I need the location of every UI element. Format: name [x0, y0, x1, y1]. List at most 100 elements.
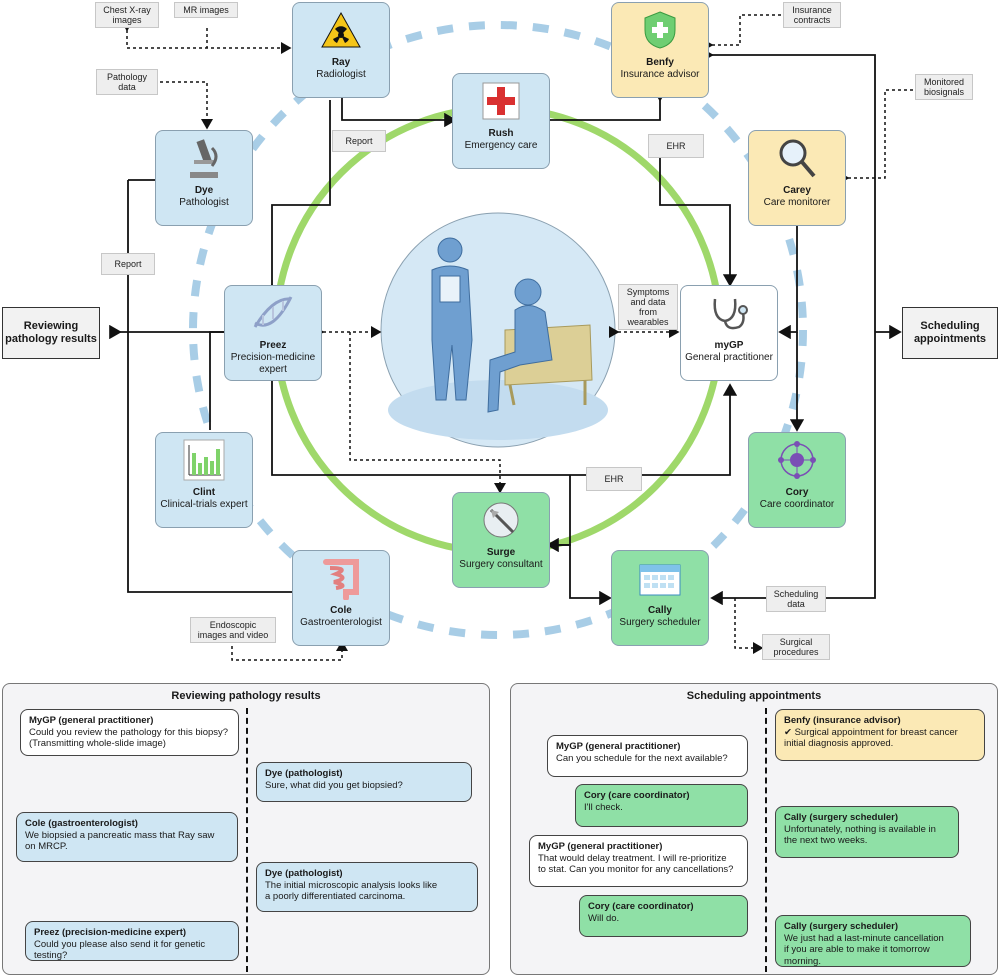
chat-bubble: Benfy (insurance advisor) ✔ Surgical app…	[775, 709, 985, 761]
node-clint[interactable]: Clint Clinical-trials expert	[155, 432, 253, 528]
panel-pathology: Reviewing pathology results MyGP (genera…	[2, 683, 490, 975]
magnifier-icon	[779, 139, 816, 178]
bubble-sender: Preez (precision-medicine expert)	[34, 927, 187, 938]
node-rush[interactable]: Rush Emergency care	[452, 73, 550, 169]
bubble-sender: Cory (care coordinator)	[588, 901, 694, 912]
node-name: Surge	[486, 547, 516, 558]
node-benfy[interactable]: Benfy Insurance advisor	[611, 2, 709, 98]
chat-bubble: Cole (gastroenterologist) We biopsied a …	[16, 812, 238, 862]
node-name: myGP	[714, 340, 744, 351]
node-carey[interactable]: Carey Care monitorer	[748, 130, 846, 226]
stethoscope-icon	[713, 298, 748, 330]
bubble-text: I'll check.	[584, 801, 623, 813]
tag-scheduling-data: Scheduling data	[766, 586, 826, 612]
node-role: Gastroenterologist	[300, 617, 382, 628]
shield-icon	[644, 11, 676, 49]
chat-bubble: Cory (care coordinator) Will do.	[579, 895, 748, 937]
tag-pathology-data: Pathology data	[96, 69, 158, 95]
node-role: Care coordinator	[759, 499, 835, 510]
tag-mr-images: MR images	[174, 2, 238, 18]
scalpel-icon	[483, 502, 519, 538]
chat-bubble: Cally (surgery scheduler) Unfortunately,…	[775, 806, 959, 858]
node-name: Benfy	[646, 57, 674, 68]
bubble-text: We just had a last-minute cancellation i…	[784, 932, 944, 967]
doctor-figure	[431, 237, 473, 401]
node-role: Radiologist	[316, 69, 366, 80]
chat-bubble: Preez (precision-medicine expert) Could …	[25, 921, 239, 961]
chat-bubble: Dye (pathologist) Sure, what did you get…	[256, 762, 472, 802]
bubble-text: The initial microscopic analysis looks l…	[265, 879, 438, 903]
node-name: Ray	[331, 57, 351, 68]
intestine-icon	[323, 559, 359, 600]
bubble-sender: MyGP (general practitioner)	[538, 841, 663, 852]
care-network-diagram: Ray Radiologist Rush Emergency care Benf…	[2, 2, 998, 661]
bubble-text: Will do.	[588, 912, 620, 924]
tag-report-left: Report	[101, 253, 155, 275]
radiation-icon	[321, 11, 361, 48]
node-role: Care monitorer	[763, 197, 831, 208]
node-cole[interactable]: Cole Gastroenterologist	[292, 550, 390, 646]
node-cory[interactable]: Cory Care coordinator	[748, 432, 846, 528]
bubble-sender: Cally (surgery scheduler)	[784, 812, 899, 823]
bubble-sender: Dye (pathologist)	[265, 868, 343, 879]
chat-bubble: MyGP (general practitioner) Could you re…	[20, 709, 239, 756]
panel-divider	[765, 708, 767, 972]
node-role: Surgery scheduler	[619, 617, 701, 628]
diagram-canvas	[109, 14, 915, 661]
network-icon	[778, 441, 816, 479]
bubble-text: Could you please also send it for geneti…	[34, 938, 206, 962]
bubble-sender: MyGP (general practitioner)	[556, 741, 681, 752]
node-name: Cally	[648, 605, 672, 616]
data-flows	[121, 14, 915, 661]
bubble-sender: Benfy (insurance advisor)	[784, 715, 901, 726]
bubble-text: Unfortunately, nothing is available in t…	[784, 823, 936, 847]
node-name: Dye	[194, 185, 214, 196]
outer-dashed-ring	[189, 21, 807, 639]
panel-divider	[246, 708, 248, 972]
bubble-text: Could you review the pathology for this …	[29, 726, 229, 750]
node-preez[interactable]: Preez Precision-medicine expert	[224, 285, 322, 381]
node-name: Cole	[330, 605, 352, 616]
bubble-text: Sure, what did you get biopsied?	[265, 779, 403, 791]
tag-insurance-contracts: Insurance contracts	[783, 2, 841, 28]
panel-title: Scheduling appointments	[686, 690, 822, 702]
node-name: Cory	[785, 487, 809, 498]
node-role: Surgery consultant	[459, 559, 543, 570]
side-reviewing-pathology[interactable]: Reviewing pathology results	[2, 307, 100, 359]
microscope-icon	[190, 139, 218, 178]
bubble-sender: Cole (gastroenterologist)	[25, 818, 138, 829]
red-cross-icon	[482, 82, 520, 120]
tag-monitored-biosignals: Monitored biosignals	[915, 74, 973, 100]
node-role: Pathologist	[179, 197, 229, 208]
side-scheduling-appointments[interactable]: Scheduling appointments	[902, 307, 998, 359]
node-role: General practitioner	[685, 352, 773, 363]
connections	[109, 47, 902, 606]
bubble-sender: Dye (pathologist)	[265, 768, 343, 779]
node-cally[interactable]: Cally Surgery scheduler	[611, 550, 709, 646]
panel-title: Reviewing pathology results	[171, 690, 321, 702]
node-name: Rush	[488, 128, 514, 139]
node-role: Precision-medicine expert	[230, 352, 316, 375]
node-ray[interactable]: Ray Radiologist	[292, 2, 390, 98]
node-role: Clinical-trials expert	[160, 499, 248, 510]
node-role: Insurance advisor	[620, 69, 700, 80]
node-dye[interactable]: Dye Pathologist	[155, 130, 253, 226]
calendar-icon	[639, 564, 681, 596]
node-role: Emergency care	[464, 140, 538, 151]
node-name: Preez	[259, 340, 287, 351]
tag-endoscopic: Endoscopic images and video	[190, 617, 276, 643]
tag-ehr-top: EHR	[648, 134, 704, 158]
bubble-text: We biopsied a pancreatic mass that Ray s…	[25, 829, 215, 853]
chat-bubble: Dye (pathologist) The initial microscopi…	[256, 862, 478, 912]
node-name: Clint	[192, 487, 216, 498]
dna-icon	[253, 296, 293, 328]
node-surge[interactable]: Surge Surgery consultant	[452, 492, 550, 588]
tag-chest-xray: Chest X-ray images	[95, 2, 159, 28]
chat-bubble: MyGP (general practitioner) Can you sche…	[547, 735, 748, 777]
chat-bubble: MyGP (general practitioner) That would d…	[529, 835, 748, 887]
node-mygp[interactable]: myGP General practitioner	[680, 285, 778, 381]
tag-report-top: Report	[332, 130, 386, 152]
bubble-text: That would delay treatment. I will re-pr…	[538, 852, 734, 876]
chat-bubble: Cally (surgery scheduler) We just had a …	[775, 915, 971, 967]
bubble-sender: Cally (surgery scheduler)	[784, 921, 899, 932]
